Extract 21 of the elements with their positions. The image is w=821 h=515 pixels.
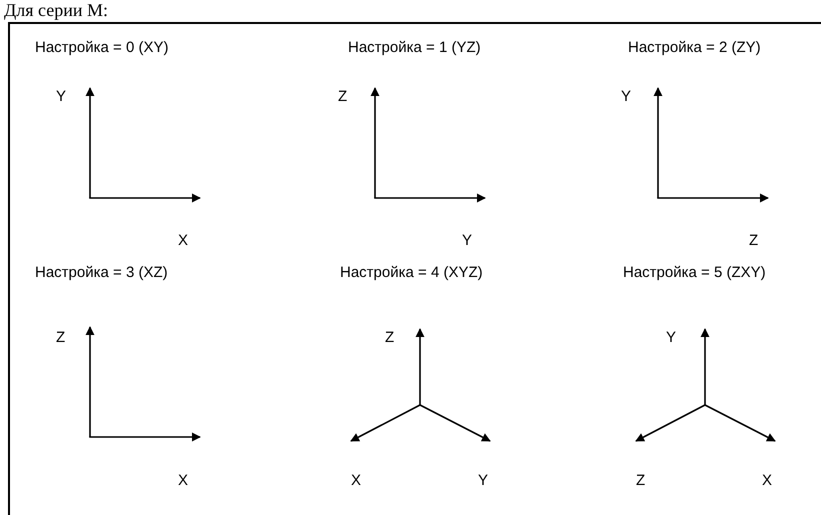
panel-heading: Настройка = 0 (XY) [35, 39, 168, 57]
page-heading: Для серии M: [4, 0, 108, 20]
axis-label: X [178, 472, 188, 490]
panel-heading: Настройка = 1 (YZ) [348, 39, 481, 57]
axis-label: X [762, 472, 772, 490]
axis-label: Y [56, 88, 66, 106]
axis-label: Y [462, 232, 472, 250]
axis-label: Z [56, 329, 66, 347]
axis-label: Z [385, 329, 394, 347]
panel-heading: Настройка = 4 (XYZ) [340, 264, 483, 282]
axis-label: Z [749, 232, 758, 250]
panel-heading: Настройка = 3 (XZ) [35, 264, 168, 282]
panel-heading: Настройка = 2 (ZY) [628, 39, 761, 57]
axis-label: X [178, 232, 188, 250]
axis-label: Z [636, 472, 646, 490]
panel-heading: Настройка = 5 (ZXY) [623, 264, 766, 282]
axis-label: Y [621, 88, 632, 106]
axis-label: Y [478, 472, 488, 490]
axis-label: X [351, 472, 362, 490]
axis-label: Y [666, 329, 676, 347]
axis-label: Z [338, 88, 348, 106]
